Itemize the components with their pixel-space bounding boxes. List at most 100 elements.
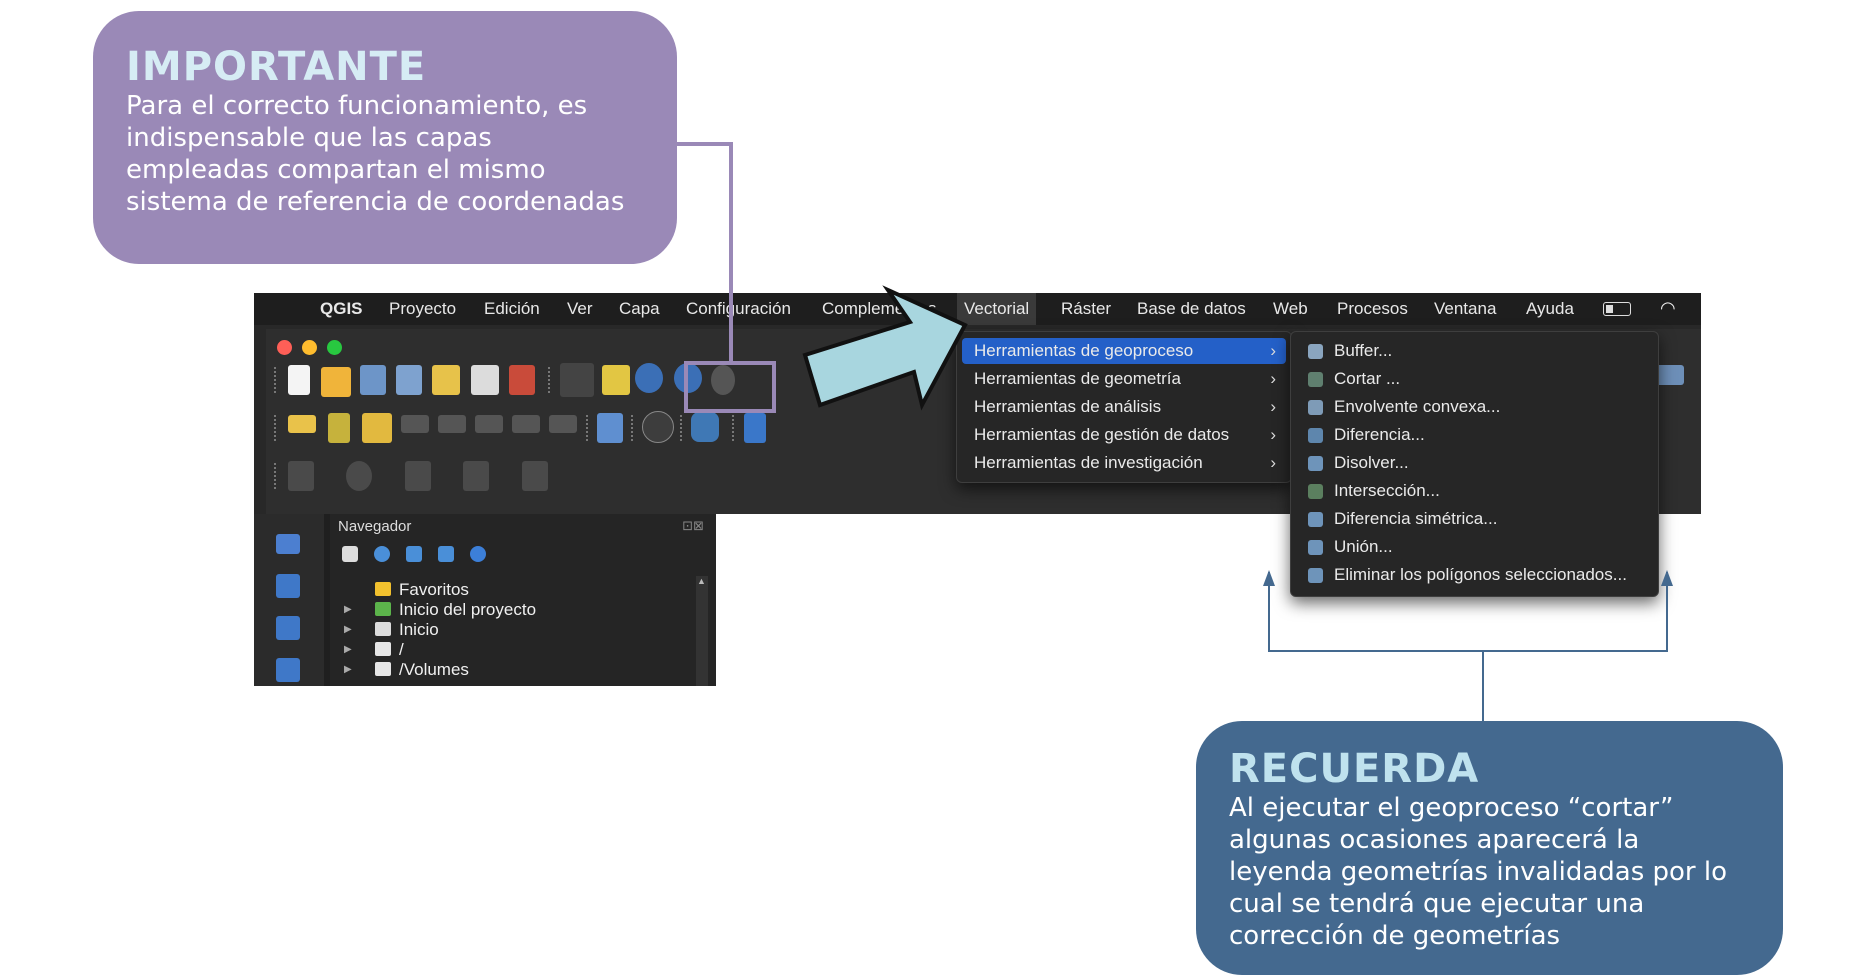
menu-item-analisis[interactable]: Herramientas de análisis›	[962, 394, 1286, 420]
add-feature-icon[interactable]	[276, 658, 300, 682]
refresh-icon[interactable]	[374, 546, 390, 562]
pan-hand-icon[interactable]	[560, 363, 594, 397]
open-project-icon[interactable]	[321, 367, 351, 397]
tree-item-label: Inicio del proyecto	[399, 600, 537, 619]
scroll-up-icon[interactable]: ▲	[697, 576, 706, 586]
add-rectangle-icon[interactable]	[463, 461, 489, 491]
minimize-window-button[interactable]	[302, 340, 317, 355]
diagram-icon[interactable]	[328, 413, 350, 443]
toolbar-grip[interactable]	[732, 415, 739, 441]
save-project-icon[interactable]	[360, 365, 386, 395]
expand-arrow-icon[interactable]: ▶	[344, 604, 352, 615]
menu-item-envolvente[interactable]: Envolvente convexa...	[1296, 394, 1653, 420]
keyboard-icon[interactable]	[1656, 365, 1684, 385]
recuerda-bracket	[1268, 572, 1668, 652]
menu-procesos[interactable]: Procesos	[1337, 299, 1408, 318]
tree-item-label: Favoritos	[399, 580, 469, 599]
menu-item-geometria[interactable]: Herramientas de geometría›	[962, 366, 1286, 392]
add-selected-layers-icon[interactable]	[342, 546, 358, 562]
menu-capa[interactable]: Capa	[619, 299, 660, 318]
close-window-button[interactable]	[277, 340, 292, 355]
help-icon[interactable]	[744, 413, 766, 443]
expand-arrow-icon[interactable]: ▶	[344, 664, 352, 675]
move-label-icon[interactable]	[438, 415, 466, 433]
save-as-icon[interactable]	[396, 365, 422, 395]
menu-item-geoproceso[interactable]: Herramientas de geoproceso›	[962, 338, 1286, 364]
zoom-out-icon[interactable]	[674, 363, 702, 393]
label-toolbar-icon[interactable]	[288, 415, 316, 433]
menu-raster[interactable]: Ráster	[1061, 299, 1112, 318]
menu-item-label: Cortar ...	[1334, 369, 1401, 388]
menu-ventana[interactable]: Ventana	[1434, 299, 1497, 318]
toolbar-grip[interactable]	[548, 367, 555, 393]
menu-item-diferencia[interactable]: Diferencia...	[1296, 422, 1653, 448]
layout-manager-icon[interactable]	[471, 365, 499, 395]
menu-item-union[interactable]: Unión...	[1296, 534, 1653, 560]
add-ellipse-icon[interactable]	[405, 461, 431, 491]
menu-ayuda[interactable]: Ayuda	[1526, 299, 1574, 318]
important-line: Para el correcto funcionamiento, es	[126, 91, 588, 121]
zoom-in-icon[interactable]	[635, 363, 663, 393]
zoom-full-icon[interactable]	[711, 365, 735, 395]
clip-icon	[1308, 372, 1323, 387]
new-project-icon[interactable]	[288, 365, 310, 395]
menu-item-cortar[interactable]: Cortar ...	[1296, 366, 1653, 392]
database-icon[interactable]	[597, 413, 623, 443]
navigator-panel: Navegador ⊡⊠ Favoritos ▶ Inicio del proy…	[330, 514, 716, 686]
zoom-window-button[interactable]	[327, 340, 342, 355]
new-print-layout-icon[interactable]	[432, 365, 460, 395]
tree-item-root[interactable]: /	[375, 640, 404, 660]
menu-ver[interactable]: Ver	[567, 299, 593, 318]
web-globe-icon[interactable]	[642, 411, 674, 443]
menu-item-diferencia-simetrica[interactable]: Diferencia simétrica...	[1296, 506, 1653, 532]
expand-arrow-icon[interactable]: ▶	[344, 644, 352, 655]
toolbar-grip[interactable]	[631, 415, 638, 441]
menu-edicion[interactable]: Edición	[484, 299, 540, 318]
folder-icon	[375, 662, 391, 676]
menu-web[interactable]: Web	[1273, 299, 1308, 318]
tree-item-favoritos[interactable]: Favoritos	[375, 580, 469, 600]
expand-arrow-icon[interactable]: ▶	[344, 624, 352, 635]
battery-icon[interactable]	[1603, 302, 1631, 316]
pin-label-icon[interactable]	[362, 413, 392, 443]
add-circle-icon[interactable]	[346, 461, 372, 491]
panel-close-icon[interactable]: ⊡⊠	[682, 518, 704, 533]
toolbar-grip[interactable]	[586, 415, 593, 441]
style-manager-icon[interactable]	[509, 365, 535, 395]
properties-info-icon[interactable]	[470, 546, 486, 562]
menu-item-buffer[interactable]: Buffer...	[1296, 338, 1653, 364]
navigator-scrollbar[interactable]: ▲	[696, 576, 708, 686]
tree-item-inicio-proyecto[interactable]: Inicio del proyecto	[375, 600, 536, 620]
toolbar-grip[interactable]	[680, 415, 687, 441]
add-polygon-layer-icon[interactable]	[276, 574, 300, 598]
menu-item-interseccion[interactable]: Intersección...	[1296, 478, 1653, 504]
menu-vectorial[interactable]: Vectorial	[957, 293, 1037, 325]
menu-item-disolver[interactable]: Disolver...	[1296, 450, 1653, 476]
add-line-layer-icon[interactable]	[276, 616, 300, 640]
wifi-icon[interactable]: ◠	[1660, 298, 1676, 318]
toolbar-grip[interactable]	[274, 415, 281, 441]
pan-to-selection-icon[interactable]	[602, 365, 630, 395]
tree-item-inicio[interactable]: Inicio	[375, 620, 439, 640]
add-circular-string-icon[interactable]	[288, 461, 314, 491]
menu-base-de-datos[interactable]: Base de datos	[1137, 299, 1246, 318]
menu-configuracion[interactable]: Configuración	[686, 299, 791, 318]
python-console-icon[interactable]	[691, 412, 719, 442]
filter-icon[interactable]	[406, 546, 422, 562]
show-hide-labels-icon[interactable]	[549, 415, 577, 433]
toolbar-grip[interactable]	[274, 367, 281, 393]
menu-item-investigacion[interactable]: Herramientas de investigación›	[962, 450, 1286, 476]
pointer-arrow-icon	[802, 285, 968, 411]
add-regular-polygon-icon[interactable]	[522, 461, 548, 491]
toolbar-grip[interactable]	[274, 463, 281, 489]
collapse-all-icon[interactable]	[438, 546, 454, 562]
rotate-label-icon[interactable]	[475, 415, 503, 433]
highlight-label-icon[interactable]	[401, 415, 429, 433]
add-point-layer-icon[interactable]	[276, 534, 300, 554]
menu-item-eliminar-poligonos[interactable]: Eliminar los polígonos seleccionados...	[1296, 562, 1653, 588]
menu-app-qgis[interactable]: QGIS	[320, 299, 363, 318]
menu-item-gestion-datos[interactable]: Herramientas de gestión de datos›	[962, 422, 1286, 448]
menu-proyecto[interactable]: Proyecto	[389, 299, 457, 318]
tree-item-volumes[interactable]: /Volumes	[375, 660, 469, 680]
change-label-icon[interactable]	[512, 415, 540, 433]
